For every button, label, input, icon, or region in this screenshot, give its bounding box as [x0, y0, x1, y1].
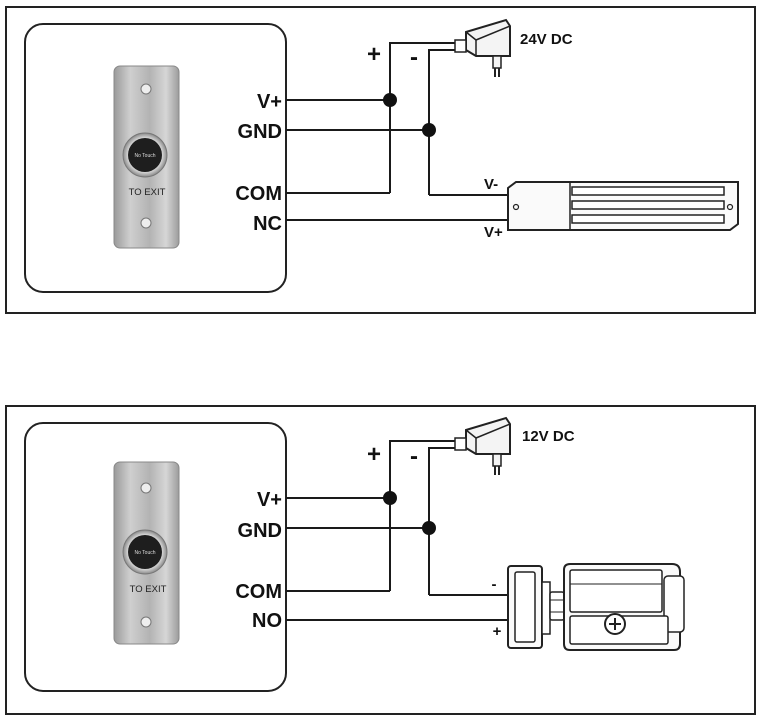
- button-housing: [24, 23, 287, 293]
- sensor-text: No Touch: [134, 550, 155, 556]
- device-neg-label: V-: [484, 176, 498, 193]
- device-neg-label: -: [492, 576, 497, 593]
- junction-dot: [383, 93, 397, 107]
- screw-icon: [140, 83, 152, 95]
- power-adapter-icon: [454, 416, 511, 475]
- screw-icon: [140, 482, 152, 494]
- electric-strike-icon: [507, 563, 685, 651]
- wires: [286, 440, 508, 621]
- terminal-label-com: COM: [235, 183, 282, 205]
- plus-sign: +: [367, 41, 381, 68]
- minus-sign: -: [410, 44, 418, 71]
- psu-voltage-label: 24V DC: [520, 31, 573, 48]
- panel-frame: [5, 6, 756, 314]
- button-face-text: TO EXIT: [130, 584, 167, 595]
- junction-dot: [422, 123, 436, 137]
- exit-button: No Touch TO EXIT: [113, 65, 180, 249]
- power-adapter-icon: [454, 18, 511, 77]
- terminal-label-nc: NC: [253, 213, 282, 235]
- junction-dot: [383, 491, 397, 505]
- panel-frame: [5, 405, 756, 715]
- device-pos-label: +: [493, 623, 502, 640]
- screw-icon: [140, 616, 152, 628]
- diagram-bottom: No Touch TO EXIT V+ GND COM NO + -: [5, 405, 756, 715]
- diagram-top: No Touch TO EXIT V+ GND COM NC + -: [5, 6, 756, 314]
- sensor-icon: [128, 535, 162, 569]
- sensor-text: No Touch: [134, 153, 155, 159]
- button-housing: [24, 422, 287, 692]
- sensor-icon: [128, 138, 162, 172]
- magnetic-lock-icon: [507, 181, 739, 231]
- terminal-label-no: NO: [252, 610, 282, 632]
- terminal-label-vplus: V+: [257, 489, 282, 511]
- wires: [286, 42, 508, 221]
- minus-sign: -: [410, 443, 418, 470]
- terminal-label-gnd: GND: [238, 121, 282, 143]
- terminal-label-com: COM: [235, 581, 282, 603]
- device-pos-label: V+: [484, 224, 503, 241]
- screw-icon: [140, 217, 152, 229]
- plus-sign: +: [367, 441, 381, 468]
- terminal-label-vplus: V+: [257, 91, 282, 113]
- terminal-label-gnd: GND: [238, 520, 282, 542]
- exit-button: No Touch TO EXIT: [113, 461, 180, 645]
- junction-dot: [422, 521, 436, 535]
- button-face-text: TO EXIT: [129, 187, 166, 198]
- psu-voltage-label: 12V DC: [522, 428, 575, 445]
